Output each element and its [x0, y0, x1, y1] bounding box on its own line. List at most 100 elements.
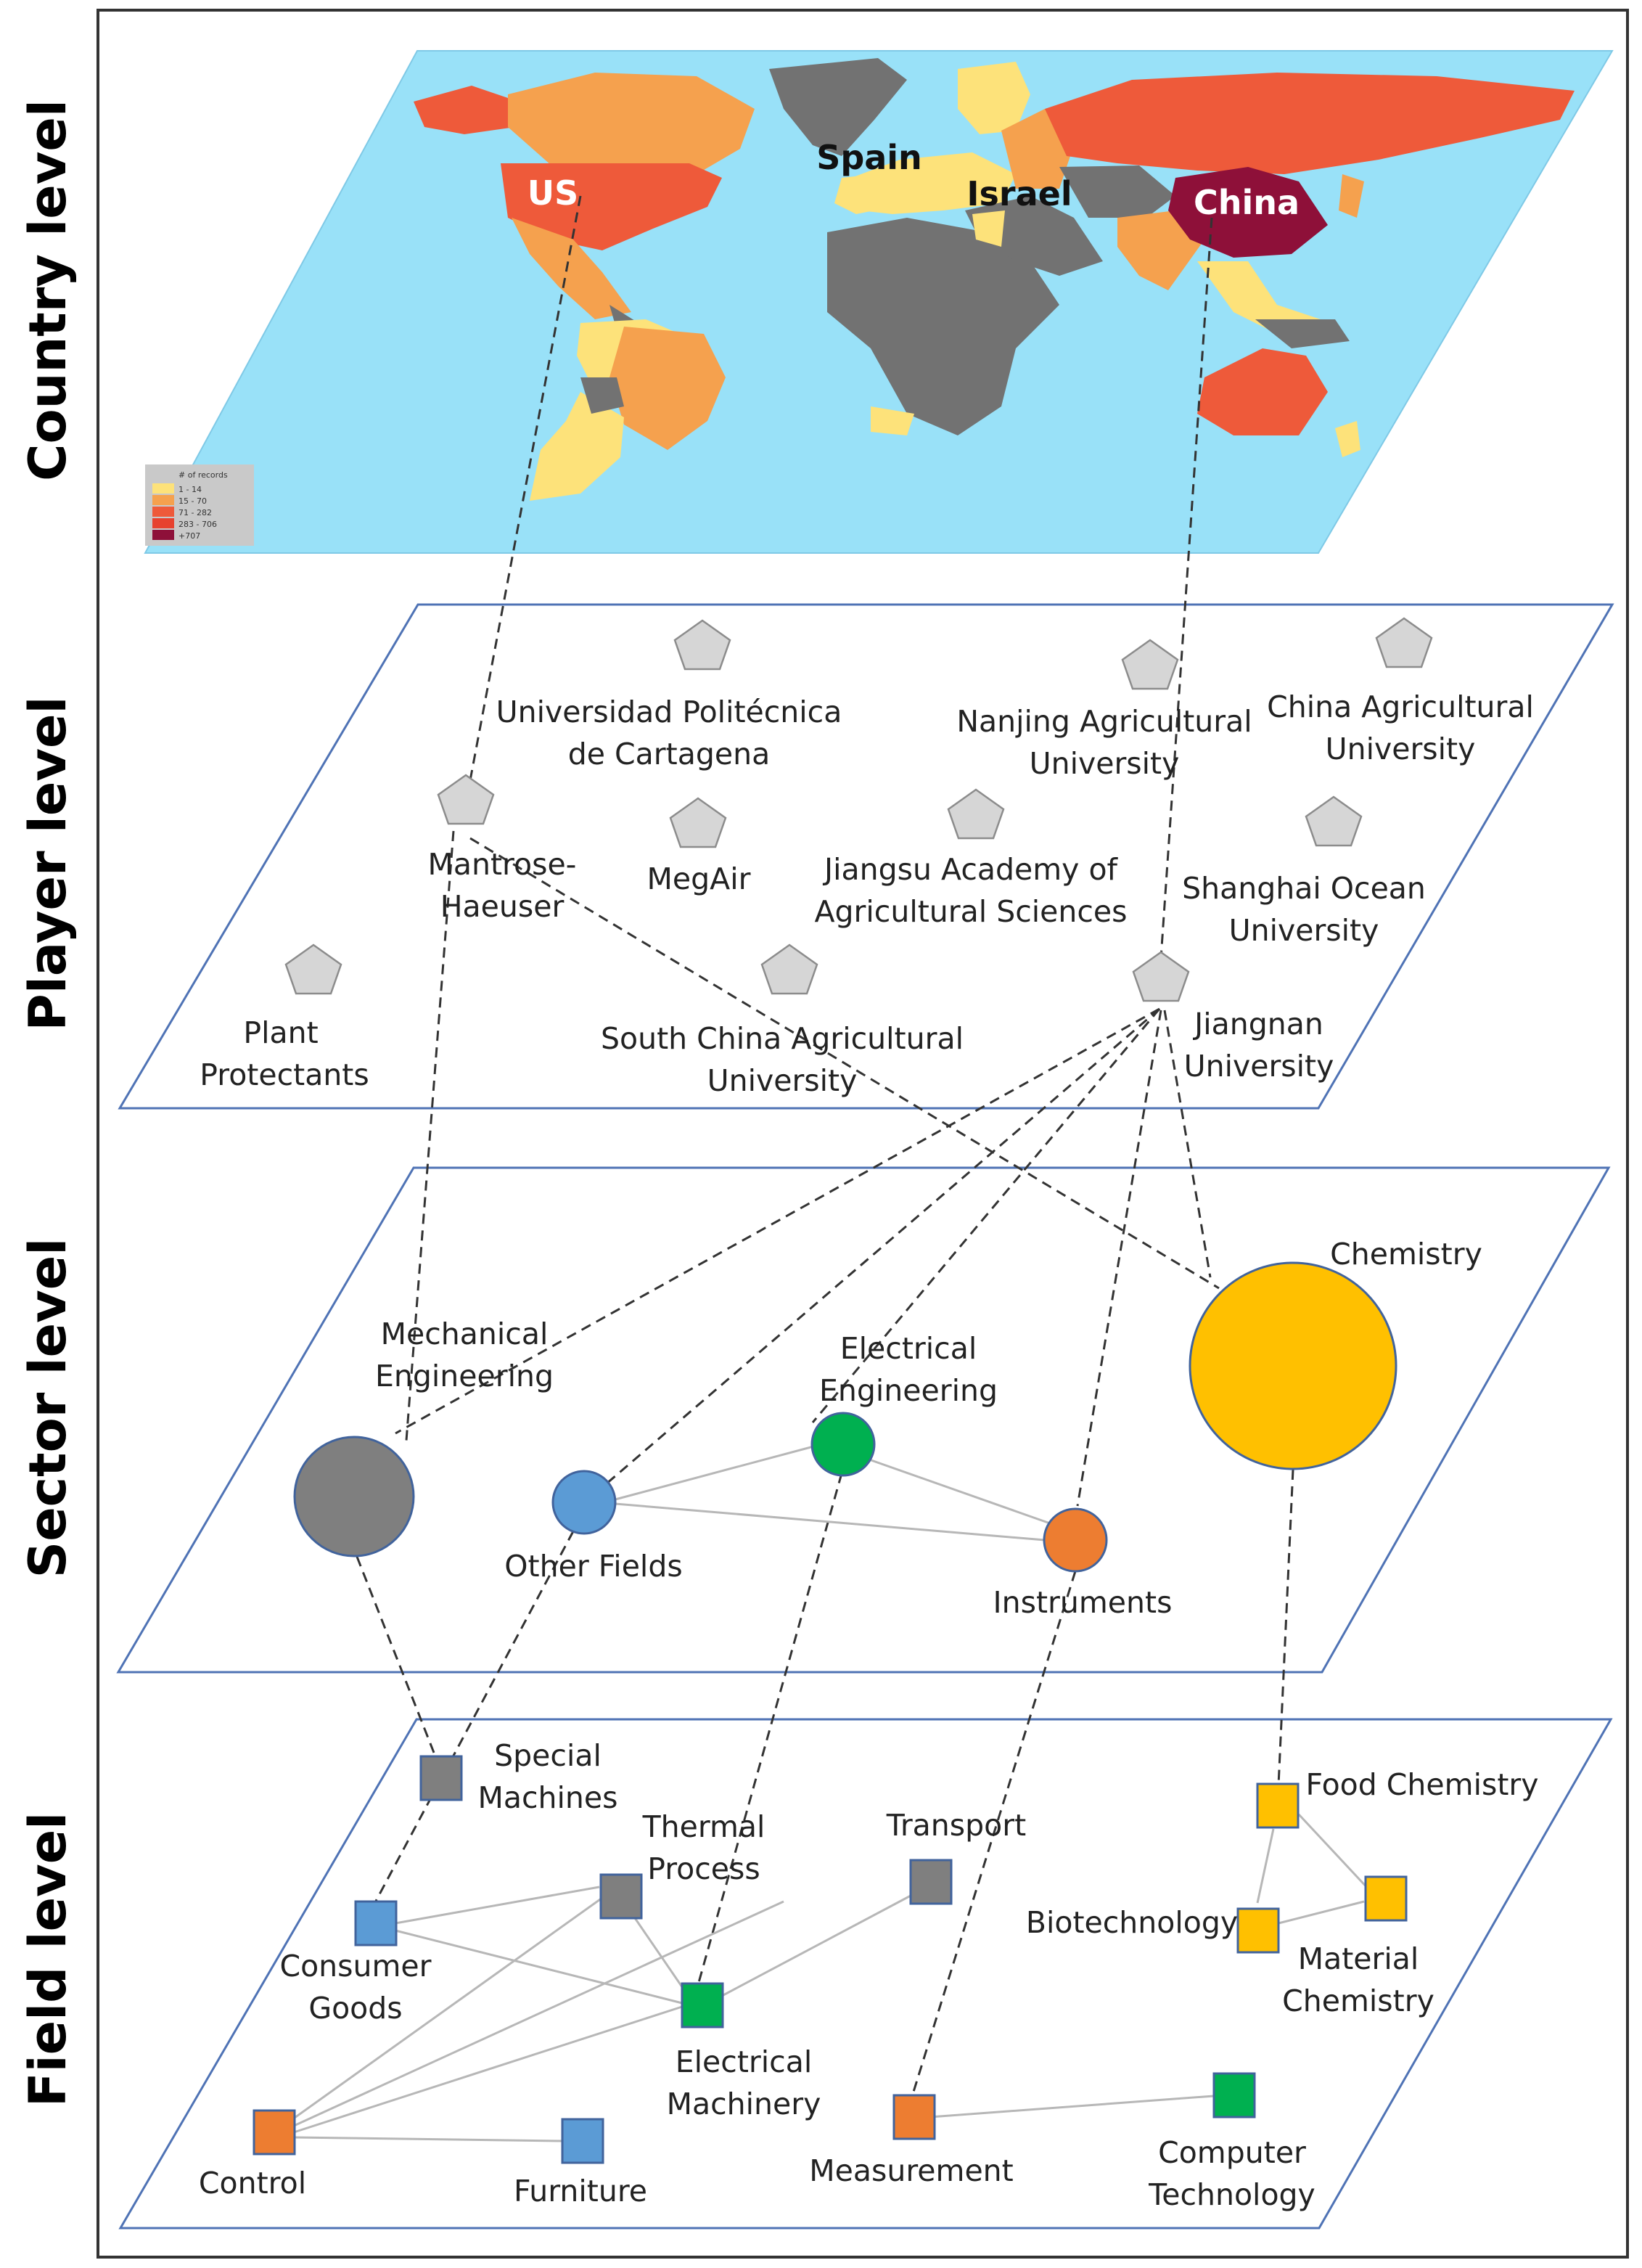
sector-node-other [551, 1470, 617, 1535]
indonesia [1255, 319, 1350, 348]
level-title-country: Country level [18, 99, 78, 481]
south-america-south [530, 392, 624, 501]
link-mantrose-chemistry [469, 837, 1220, 1290]
field-label-control: Control [199, 2166, 306, 2201]
field-node-computer [1212, 2072, 1256, 2118]
field-label-material-1: Material [1298, 1941, 1419, 1976]
edge-control-consumer [284, 1900, 784, 2132]
africa [827, 218, 1059, 435]
sector-label-chemistry: Chemistry [1330, 1237, 1482, 1272]
player-label-megair: MegAir [647, 861, 751, 896]
sector-label-electrical-1: Electrical [840, 1331, 977, 1366]
country-label-israel: Israel [966, 174, 1072, 213]
alaska [414, 86, 515, 134]
field-label-special-2: Machines [478, 1780, 618, 1815]
south-africa [871, 406, 914, 435]
field-label-computer-1: Computer [1158, 2135, 1306, 2170]
level-title-player: Player level [18, 697, 78, 1031]
country-label-china: China [1194, 183, 1300, 222]
field-label-food: Food Chemistry [1305, 1767, 1538, 1802]
country-label-spain: Spain [816, 138, 922, 177]
edge-consumer-thermal [395, 1886, 600, 1925]
link-jiangnan-mechlabel [395, 1007, 1160, 1435]
player-label-cartagena-2: de Cartagena [568, 737, 770, 771]
field-nodes [253, 1755, 1408, 2164]
field-label-elecmach-1: Electrical [676, 2044, 812, 2079]
player-label-jiangsu-1: Jiangsu Academy of [822, 852, 1119, 887]
sector-labels: Chemistry Mechanical Engineering Electri… [375, 1237, 1482, 1620]
player-label-mantrose-1: Mantrose- [428, 847, 577, 882]
player-label-southchina-2: University [707, 1063, 858, 1098]
greenland [769, 58, 907, 156]
sector-node-electrical [810, 1412, 876, 1477]
field-labels: Special Machines Thermal Process Transpo… [199, 1738, 1539, 2212]
player-plane [118, 603, 1614, 1110]
edge-control-thermal [284, 1896, 603, 2126]
edge-control-elecmach [293, 2005, 683, 2134]
legend-item-1: 1 - 14 [178, 485, 202, 494]
legend-swatch-1 [152, 483, 174, 494]
player-node-cartagena [673, 619, 731, 671]
player-label-jiangnan-2: University [1184, 1049, 1334, 1084]
link-other-consumer [372, 1531, 575, 1906]
sector-node-instruments [1043, 1507, 1108, 1573]
sector-node-mechanical [293, 1436, 415, 1557]
player-node-china-agri [1375, 617, 1433, 668]
link-jiangnan-electrical [811, 1008, 1161, 1423]
field-edges [284, 1813, 1371, 2142]
edge-other-electrical [615, 1444, 817, 1501]
player-nodes [284, 617, 1433, 1002]
field-label-biotech: Biotechnology [1026, 1905, 1238, 1940]
field-label-elecmach-2: Machinery [667, 2087, 821, 2121]
player-label-mantrose-2: Haeuser [440, 889, 565, 924]
player-node-megair [669, 797, 727, 848]
player-node-plant [284, 943, 342, 995]
legend-swatch-2 [152, 495, 174, 505]
brazil [609, 327, 726, 450]
level-title-field: Field level [18, 1812, 78, 2107]
country-label-us: US [528, 173, 578, 213]
player-label-china-agri-2: University [1326, 732, 1476, 766]
europe-north [958, 62, 1030, 134]
player-label-cartagena-1: Universidad Politécnica [496, 695, 842, 729]
field-node-thermal [599, 1873, 643, 1920]
field-label-thermal-1: Thermal [642, 1809, 765, 1844]
field-label-consumer-1: Consumer [279, 1949, 431, 1984]
player-node-shanghai [1305, 795, 1363, 847]
edge-food-biotech [1256, 1828, 1275, 1904]
link-chemistry-food [1277, 1469, 1294, 1786]
legend-swatch-4 [152, 518, 174, 528]
player-node-mantrose [437, 774, 495, 825]
sector-node-chemistry [1189, 1261, 1397, 1470]
level-title-sector: Sector level [18, 1238, 78, 1578]
new-zealand [1335, 421, 1360, 457]
india [1117, 210, 1204, 290]
usa [501, 163, 722, 250]
sector-nodes [293, 1261, 1397, 1573]
link-mantrose-mechanical [405, 830, 455, 1441]
china-shape [1168, 167, 1328, 258]
sector-label-mechanical-1: Mechanical [381, 1317, 549, 1351]
player-label-jiangsu-2: Agricultural Sciences [814, 894, 1127, 929]
mexico [512, 218, 631, 319]
player-label-plant-2: Protectants [200, 1057, 369, 1092]
sector-label-mechanical-2: Engineering [375, 1359, 554, 1393]
bolivia [580, 377, 624, 414]
player-label-shanghai-2: University [1229, 913, 1379, 948]
edge-elecmach-transport [721, 1894, 911, 1997]
sector-label-electrical-2: Engineering [819, 1373, 998, 1408]
outer-frame [97, 9, 1629, 2259]
player-label-shanghai-1: Shanghai Ocean [1182, 871, 1426, 906]
player-node-southchina [760, 943, 818, 995]
sector-edges [615, 1444, 1053, 1542]
legend-title: # of records [178, 470, 228, 480]
player-label-jiangnan-1: Jiangnan [1192, 1007, 1323, 1041]
player-node-nanjing [1121, 639, 1179, 690]
field-node-furniture [561, 2118, 604, 2164]
sector-label-instruments: Instruments [993, 1585, 1173, 1620]
field-node-special [419, 1755, 463, 1801]
country-level-map: # of records 1 - 14 15 - 70 71 - 282 283… [144, 50, 1614, 554]
field-label-consumer-2: Goods [308, 1991, 402, 2026]
player-label-nanjing-2: University [1030, 746, 1180, 781]
edge-measurement-computer [929, 2095, 1215, 2118]
